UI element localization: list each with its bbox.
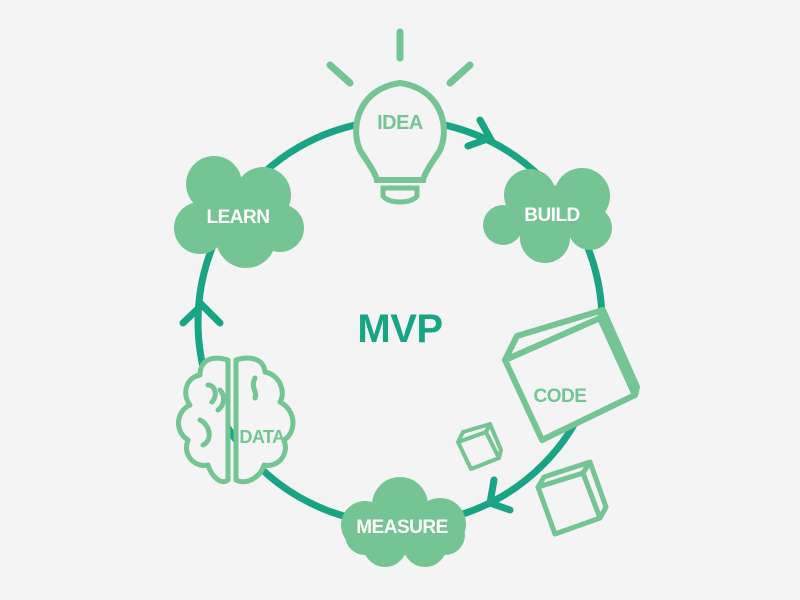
arrow-icon-bottom-right [486, 476, 514, 514]
stage-label-build: BUILD [524, 205, 580, 226]
diagram-title: MVP [357, 307, 442, 351]
lightbulb-icon: IDEA [326, 28, 474, 205]
cube-icon-small-2 [535, 459, 609, 537]
stage-label-learn: LEARN [207, 207, 270, 228]
cloud-icon-measure: MEASURE [341, 477, 466, 567]
arrow-icon-left [179, 300, 224, 327]
stage-label-data: DATA [239, 427, 285, 447]
cube-icon-code: CODE [502, 307, 640, 443]
cloud-icon-build: BUILD [483, 168, 612, 263]
cube-icon-small-1 [456, 422, 503, 471]
arrow-icon-top-right [464, 116, 496, 150]
cloud-icon-learn: LEARN [174, 156, 304, 268]
stage-label-idea: IDEA [377, 112, 423, 134]
stage-label-measure: MEASURE [356, 517, 448, 538]
stage-label-code: CODE [534, 386, 587, 407]
brain-icon-data: DATA [176, 355, 296, 485]
